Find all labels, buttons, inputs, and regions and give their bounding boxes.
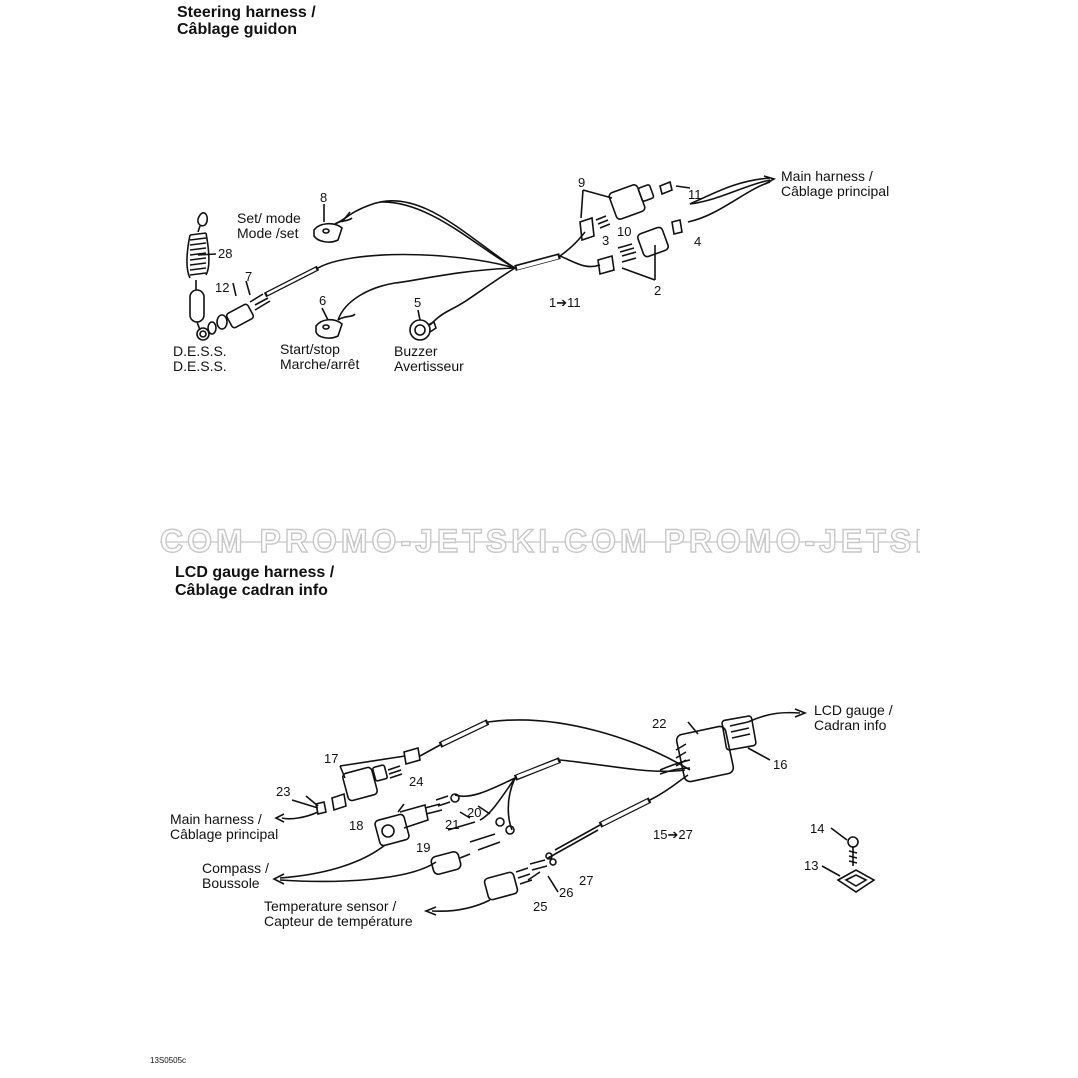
label-buzzer-en: Buzzer [394, 343, 438, 359]
callout-13: 13 [804, 858, 819, 873]
watermark-text: COM PROMO-JETSKI.COM PROMO-JETSKI [160, 523, 920, 559]
lcd-title-en: LCD gauge harness / [175, 564, 335, 581]
label-start-stop-fr: Marche/arrêt [280, 356, 360, 372]
callout-25: 25 [533, 899, 548, 914]
callout-3: 3 [602, 233, 610, 248]
callout-6: 6 [319, 293, 327, 308]
callout-24: 24 [409, 774, 424, 789]
steering-title-fr: Câblage guidon [177, 21, 297, 38]
label-main-harness-en: Main harness / [781, 168, 873, 184]
callout-2: 2 [654, 283, 662, 298]
watermark: COM PROMO-JETSKI.COM PROMO-JETSKI [160, 522, 920, 560]
label-set-mode-fr: Mode /set [237, 225, 299, 241]
lcd-title-fr: Câblage cadran info [175, 582, 328, 599]
callout-22: 22 [652, 716, 667, 731]
label-dess-en: D.E.S.S. [173, 343, 227, 359]
callout-5: 5 [414, 295, 422, 310]
label-temp-sensor-en: Temperature sensor / [264, 898, 397, 914]
callout-27: 27 [579, 873, 594, 888]
reference-code: 13S0505c [150, 1056, 187, 1065]
callout-16: 16 [773, 757, 788, 772]
callout-11: 11 [688, 187, 702, 202]
callout-26: 26 [559, 885, 574, 900]
callout-19: 19 [416, 840, 431, 855]
callout-17: 17 [324, 751, 339, 766]
callout-9: 9 [578, 175, 586, 190]
callout-15-to-27: 15➔27 [653, 827, 693, 842]
label-dess-fr: D.E.S.S. [173, 358, 227, 374]
callout-28: 28 [218, 246, 233, 261]
callout-12: 12 [215, 280, 230, 295]
label-main-harness-lcd-fr: Câblage principal [170, 826, 279, 842]
label-lcd-gauge-fr: Cadran info [814, 717, 887, 733]
label-buzzer-fr: Avertisseur [394, 358, 464, 374]
steering-title-en: Steering harness / [177, 4, 316, 21]
callout-23: 23 [276, 784, 291, 799]
callout-1-to-11: 1➔11 [549, 295, 581, 310]
label-main-harness-lcd-en: Main harness / [170, 811, 262, 827]
callout-4: 4 [694, 234, 702, 249]
label-compass-en: Compass / [202, 860, 269, 876]
label-main-harness-fr: Câblage principal [781, 183, 890, 199]
callout-20: 20 [467, 805, 482, 820]
callout-21: 21 [445, 817, 460, 832]
label-compass-fr: Boussole [202, 875, 260, 891]
label-lcd-gauge-en: LCD gauge / [814, 702, 893, 718]
callout-10: 10 [617, 224, 632, 239]
callout-8: 8 [320, 190, 328, 205]
callout-7: 7 [245, 269, 253, 284]
callout-14: 14 [810, 821, 825, 836]
callout-18: 18 [349, 818, 364, 833]
label-start-stop-en: Start/stop [280, 341, 340, 357]
label-temp-sensor-fr: Capteur de température [264, 913, 413, 929]
label-set-mode-en: Set/ mode [237, 210, 301, 226]
